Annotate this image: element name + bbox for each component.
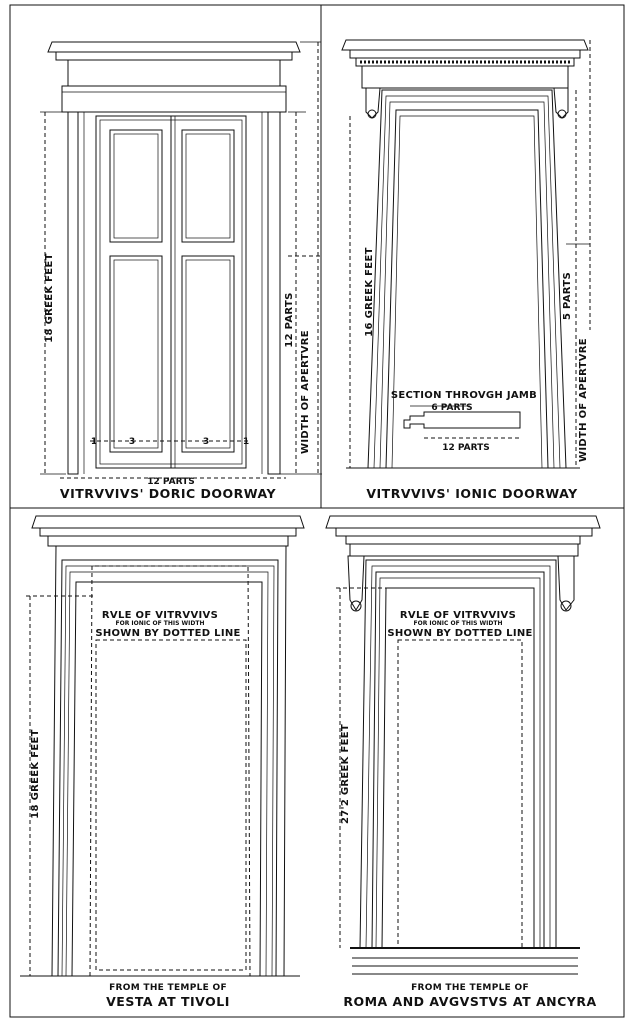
ionic-doorway-drawing bbox=[341, 39, 591, 469]
vesta-doorway-drawing bbox=[20, 515, 305, 977]
vesta-caption-small: FROM THE TEMPLE OF bbox=[109, 983, 227, 993]
vesta-caption-big: VESTA AT TIVOLI bbox=[106, 994, 230, 1009]
doric-caption: VITRVVIVS' DORIC DOORWAY bbox=[60, 486, 277, 501]
outer-frame bbox=[9, 4, 625, 1018]
vesta-rule-note: SHOWN BY DOTTED LINE bbox=[95, 628, 240, 639]
doric-height-label: 18 GREEK FEET bbox=[44, 253, 55, 342]
ancyra-height-label: 27'2 GREEK FEET bbox=[340, 724, 351, 824]
vesta-rule-title: RVLE OF VITRVVIVS bbox=[102, 610, 218, 621]
section-title: SECTION THROVGH JAMB bbox=[391, 390, 537, 401]
section-bottom-parts: 12 PARTS bbox=[442, 443, 490, 453]
ancyra-rule-sub: FOR IONIC OF THIS WIDTH bbox=[414, 620, 503, 627]
ancyra-doorway-drawing bbox=[325, 515, 601, 975]
doric-doorway-drawing bbox=[40, 41, 322, 479]
ionic-caption: VITRVVIVS' IONIC DOORWAY bbox=[366, 486, 578, 501]
doric-part-1b: 1 bbox=[243, 437, 249, 447]
doric-part-1a: 1 bbox=[91, 437, 97, 447]
ancyra-caption-big: ROMA AND AVGVSTVS AT ANCYRA bbox=[343, 994, 596, 1009]
doric-bottom-parts: 12 PARTS bbox=[147, 477, 195, 487]
ancyra-rule-note: SHOWN BY DOTTED LINE bbox=[387, 628, 532, 639]
ionic-parts-label: 5 PARTS bbox=[562, 272, 573, 320]
doric-aperture-label: WIDTH OF APERTVRE bbox=[300, 330, 311, 454]
ionic-aperture-label: WIDTH OF APERTVRE bbox=[578, 338, 589, 462]
ancyra-caption-small: FROM THE TEMPLE OF bbox=[411, 983, 529, 993]
ancyra-rule-title: RVLE OF VITRVVIVS bbox=[400, 610, 516, 621]
doric-part-3b: 3 bbox=[203, 437, 209, 447]
vesta-height-label: 18 GREEK FEET bbox=[30, 729, 41, 818]
ionic-height-label: 16 GREEK FEET bbox=[364, 247, 375, 336]
vesta-rule-sub: FOR IONIC OF THIS WIDTH bbox=[116, 620, 205, 627]
doric-part-3a: 3 bbox=[129, 437, 135, 447]
doric-parts-label: 12 PARTS bbox=[284, 292, 295, 347]
section-top-parts: 6 PARTS bbox=[431, 403, 472, 413]
